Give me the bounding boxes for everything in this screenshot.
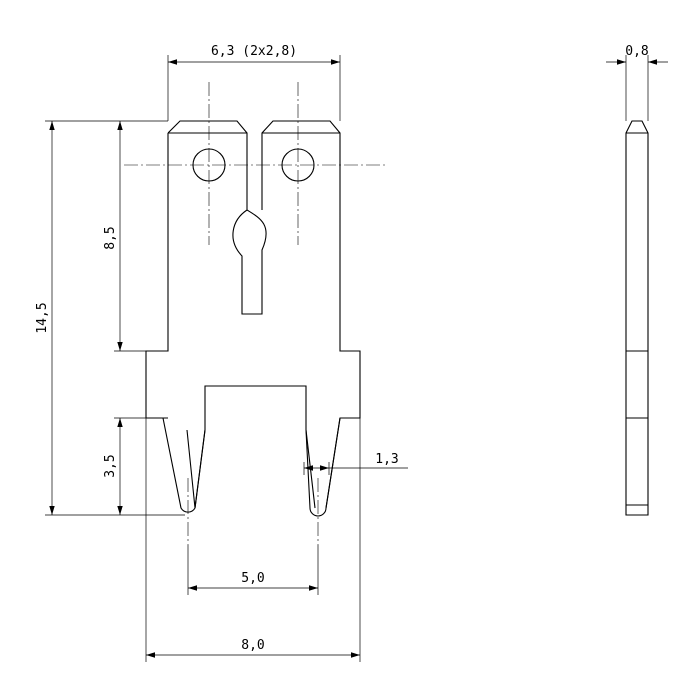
thickness-label: 0,8 [625,44,648,59]
total-height-label: 14,5 [35,302,50,333]
upper-height-label: 8,5 [103,226,118,249]
pin-width-label: 1,3 [375,452,398,467]
front-view [124,82,385,545]
base-width-label: 8,0 [241,638,264,653]
side-view: 0,8 [606,44,668,516]
side-profile-outline [625,120,649,516]
top-width-label: 6,3 (2x2,8) [211,44,297,59]
front-dimensions: 6,3 (2x2,8) 14,5 8,5 3,5 1,3 5,0 8,0 [35,44,408,662]
terminal-outline [145,120,361,517]
pin-pitch-label: 5,0 [241,571,264,586]
pin-length-label: 3,5 [103,454,118,477]
